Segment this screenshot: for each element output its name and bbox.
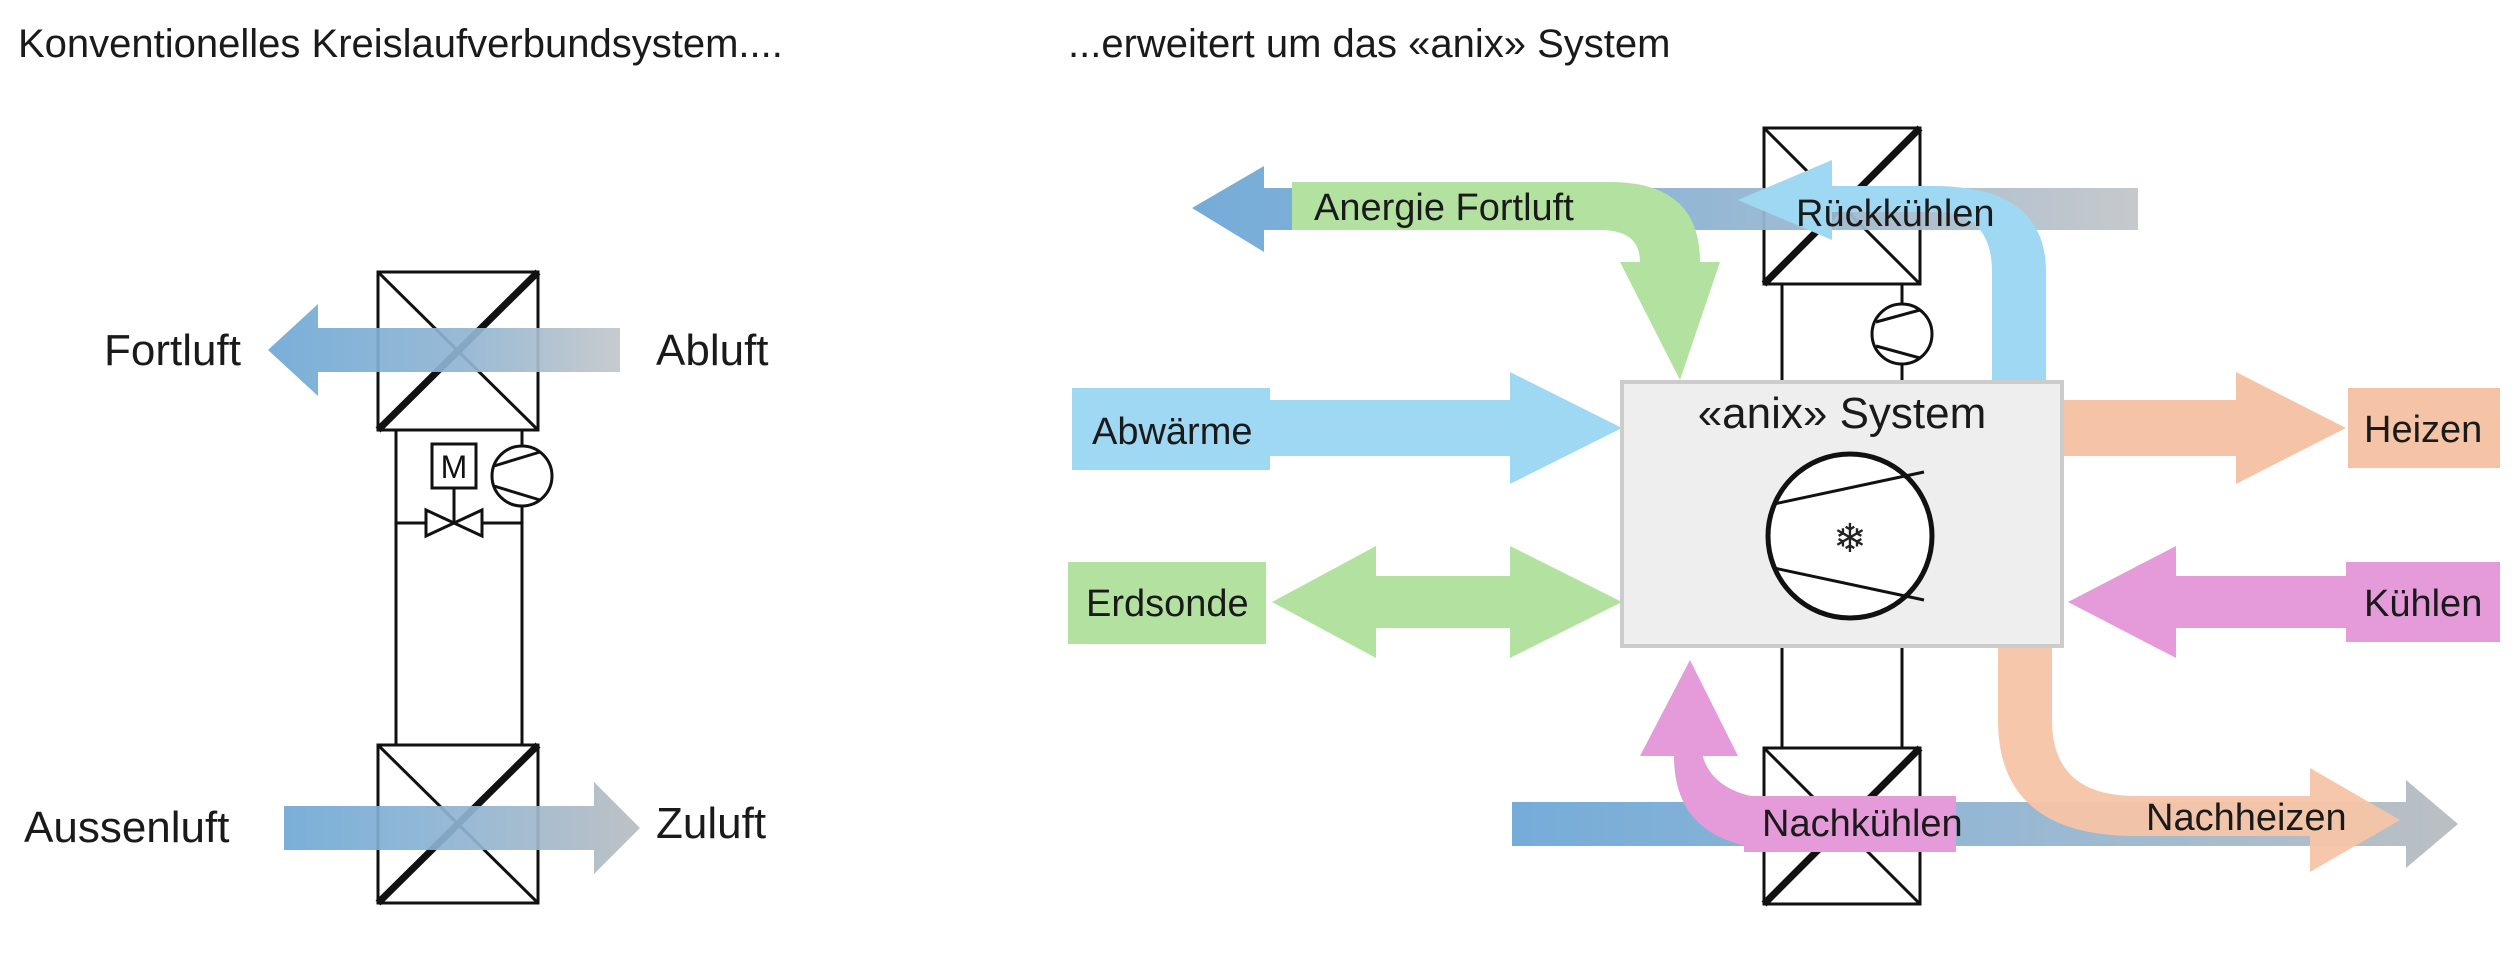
label-rueckkuehlen: Rückkühlen: [1796, 193, 1995, 235]
label-aussenluft: Aussenluft: [24, 803, 229, 852]
arrow-kuehlen: [2068, 546, 2346, 658]
arrow-fortluft-abluft: [268, 304, 620, 396]
arrow-nachheizen: [1998, 642, 2400, 872]
label-zuluft: Zuluft: [656, 799, 766, 848]
anix-system-label: «anix» System: [1698, 389, 1987, 438]
left-diagram: M Fortluft Abluft Aussenluft Zuluft: [24, 269, 769, 906]
compressor-icon: ❄: [1765, 451, 1935, 621]
right-pump-icon: [1870, 302, 1934, 366]
abwaerme-box: [1072, 388, 1270, 470]
snowflake-icon: ❄: [1833, 516, 1867, 562]
label-anergie-fortluft: Anergie Fortluft: [1314, 187, 1574, 229]
label-fortluft: Fortluft: [104, 326, 241, 375]
erdsonde-box: [1068, 562, 1266, 644]
label-abluft: Abluft: [656, 326, 769, 375]
title-right: ...erweitert um das «anix» System: [1068, 22, 1670, 66]
nachkuehlen-box: [1744, 796, 1956, 852]
arrow-anergie-fortluft: [1292, 182, 1720, 380]
motor-label: M: [441, 449, 468, 485]
label-erdsonde: Erdsonde: [1086, 583, 1249, 625]
arrow-abwaerme: [1268, 372, 1622, 484]
label-nachkuehlen: Nachkühlen: [1762, 803, 1963, 845]
label-kuehlen: Kühlen: [2364, 583, 2482, 625]
label-nachheizen: Nachheizen: [2146, 797, 2347, 839]
right-diagram: «anix» System ❄ Anergie Fortluft Rückküh…: [1068, 125, 2500, 907]
arrow-heizen: [2060, 372, 2346, 484]
label-abwaerme: Abwärme: [1092, 411, 1253, 453]
heizen-box: [2348, 388, 2500, 468]
label-heizen: Heizen: [2364, 409, 2482, 451]
arrow-rueckkuehlen: [1738, 160, 2046, 382]
valve-icon: [424, 507, 484, 539]
arrow-aussenluft-zuluft: [284, 782, 640, 874]
title-left: Konventionelles Kreislaufverbundsystem..…: [18, 22, 783, 66]
arrow-erdsonde: [1272, 546, 1622, 658]
pump-icon: [490, 444, 554, 508]
kuehlen-box: [2346, 562, 2500, 642]
motor-icon: M: [430, 442, 478, 523]
anix-system-box: «anix» System ❄: [1620, 380, 2064, 648]
